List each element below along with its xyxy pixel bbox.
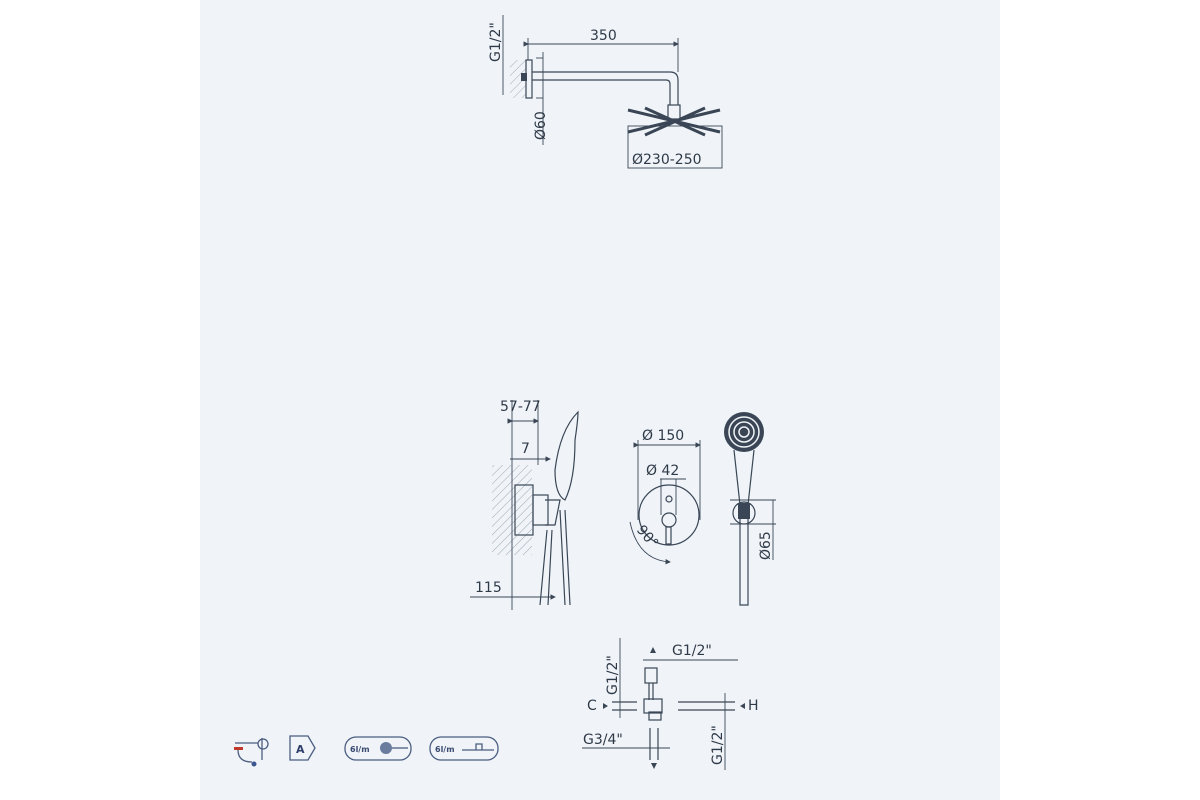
shower-head-view: G1/2" 350 Ø60 Ø230-250 <box>488 15 723 169</box>
drawing-panel <box>200 0 1000 800</box>
hand-shower-flow-badge: 6l/m <box>344 736 412 761</box>
head-shower-flow-badge: 6l/m <box>429 736 499 761</box>
rotation-angle-label: 90° <box>633 522 661 551</box>
thermostat-mixer-icon <box>234 738 269 767</box>
hand-shower-view: Ø65 <box>724 412 776 606</box>
left-thread-label: G1/2" <box>605 655 621 695</box>
connection-view: G1/2" C G1/2" H G1/2" G3/4" <box>582 638 759 770</box>
head-diameter-label: Ø230-250 <box>632 152 702 168</box>
offset-label: 7 <box>521 441 530 457</box>
right-thread-label: G1/2" <box>710 725 726 765</box>
top-thread-label: G1/2" <box>672 643 712 659</box>
holder-diameter-label: Ø65 <box>758 531 774 560</box>
svg-text:A: A <box>296 743 305 756</box>
svg-text:6l/m: 6l/m <box>435 745 455 754</box>
arm-length-label: 350 <box>590 28 617 44</box>
cold-label: C <box>587 698 597 714</box>
bottom-thread-label: G3/4" <box>583 732 623 748</box>
svg-text:6l/m: 6l/m <box>350 745 370 754</box>
hot-label: H <box>748 698 759 714</box>
flange-diameter-label: Ø60 <box>533 111 549 140</box>
mixer-side-view: 57-77 7 115 <box>470 399 579 610</box>
mixer-front-view: Ø 150 Ø 42 90° <box>629 428 701 565</box>
handle-diameter-label: Ø 42 <box>646 463 679 479</box>
depth-range-label: 57-77 <box>500 399 541 415</box>
energy-class-badge: A <box>289 735 316 761</box>
plate-diameter-label: Ø 150 <box>642 428 684 444</box>
feature-icons: A 6l/m 6l/m <box>234 735 499 767</box>
wall-hatch <box>510 60 526 98</box>
shower-head-icon <box>627 106 721 137</box>
thread-label: G1/2" <box>488 22 504 62</box>
projection-label: 115 <box>475 580 502 596</box>
